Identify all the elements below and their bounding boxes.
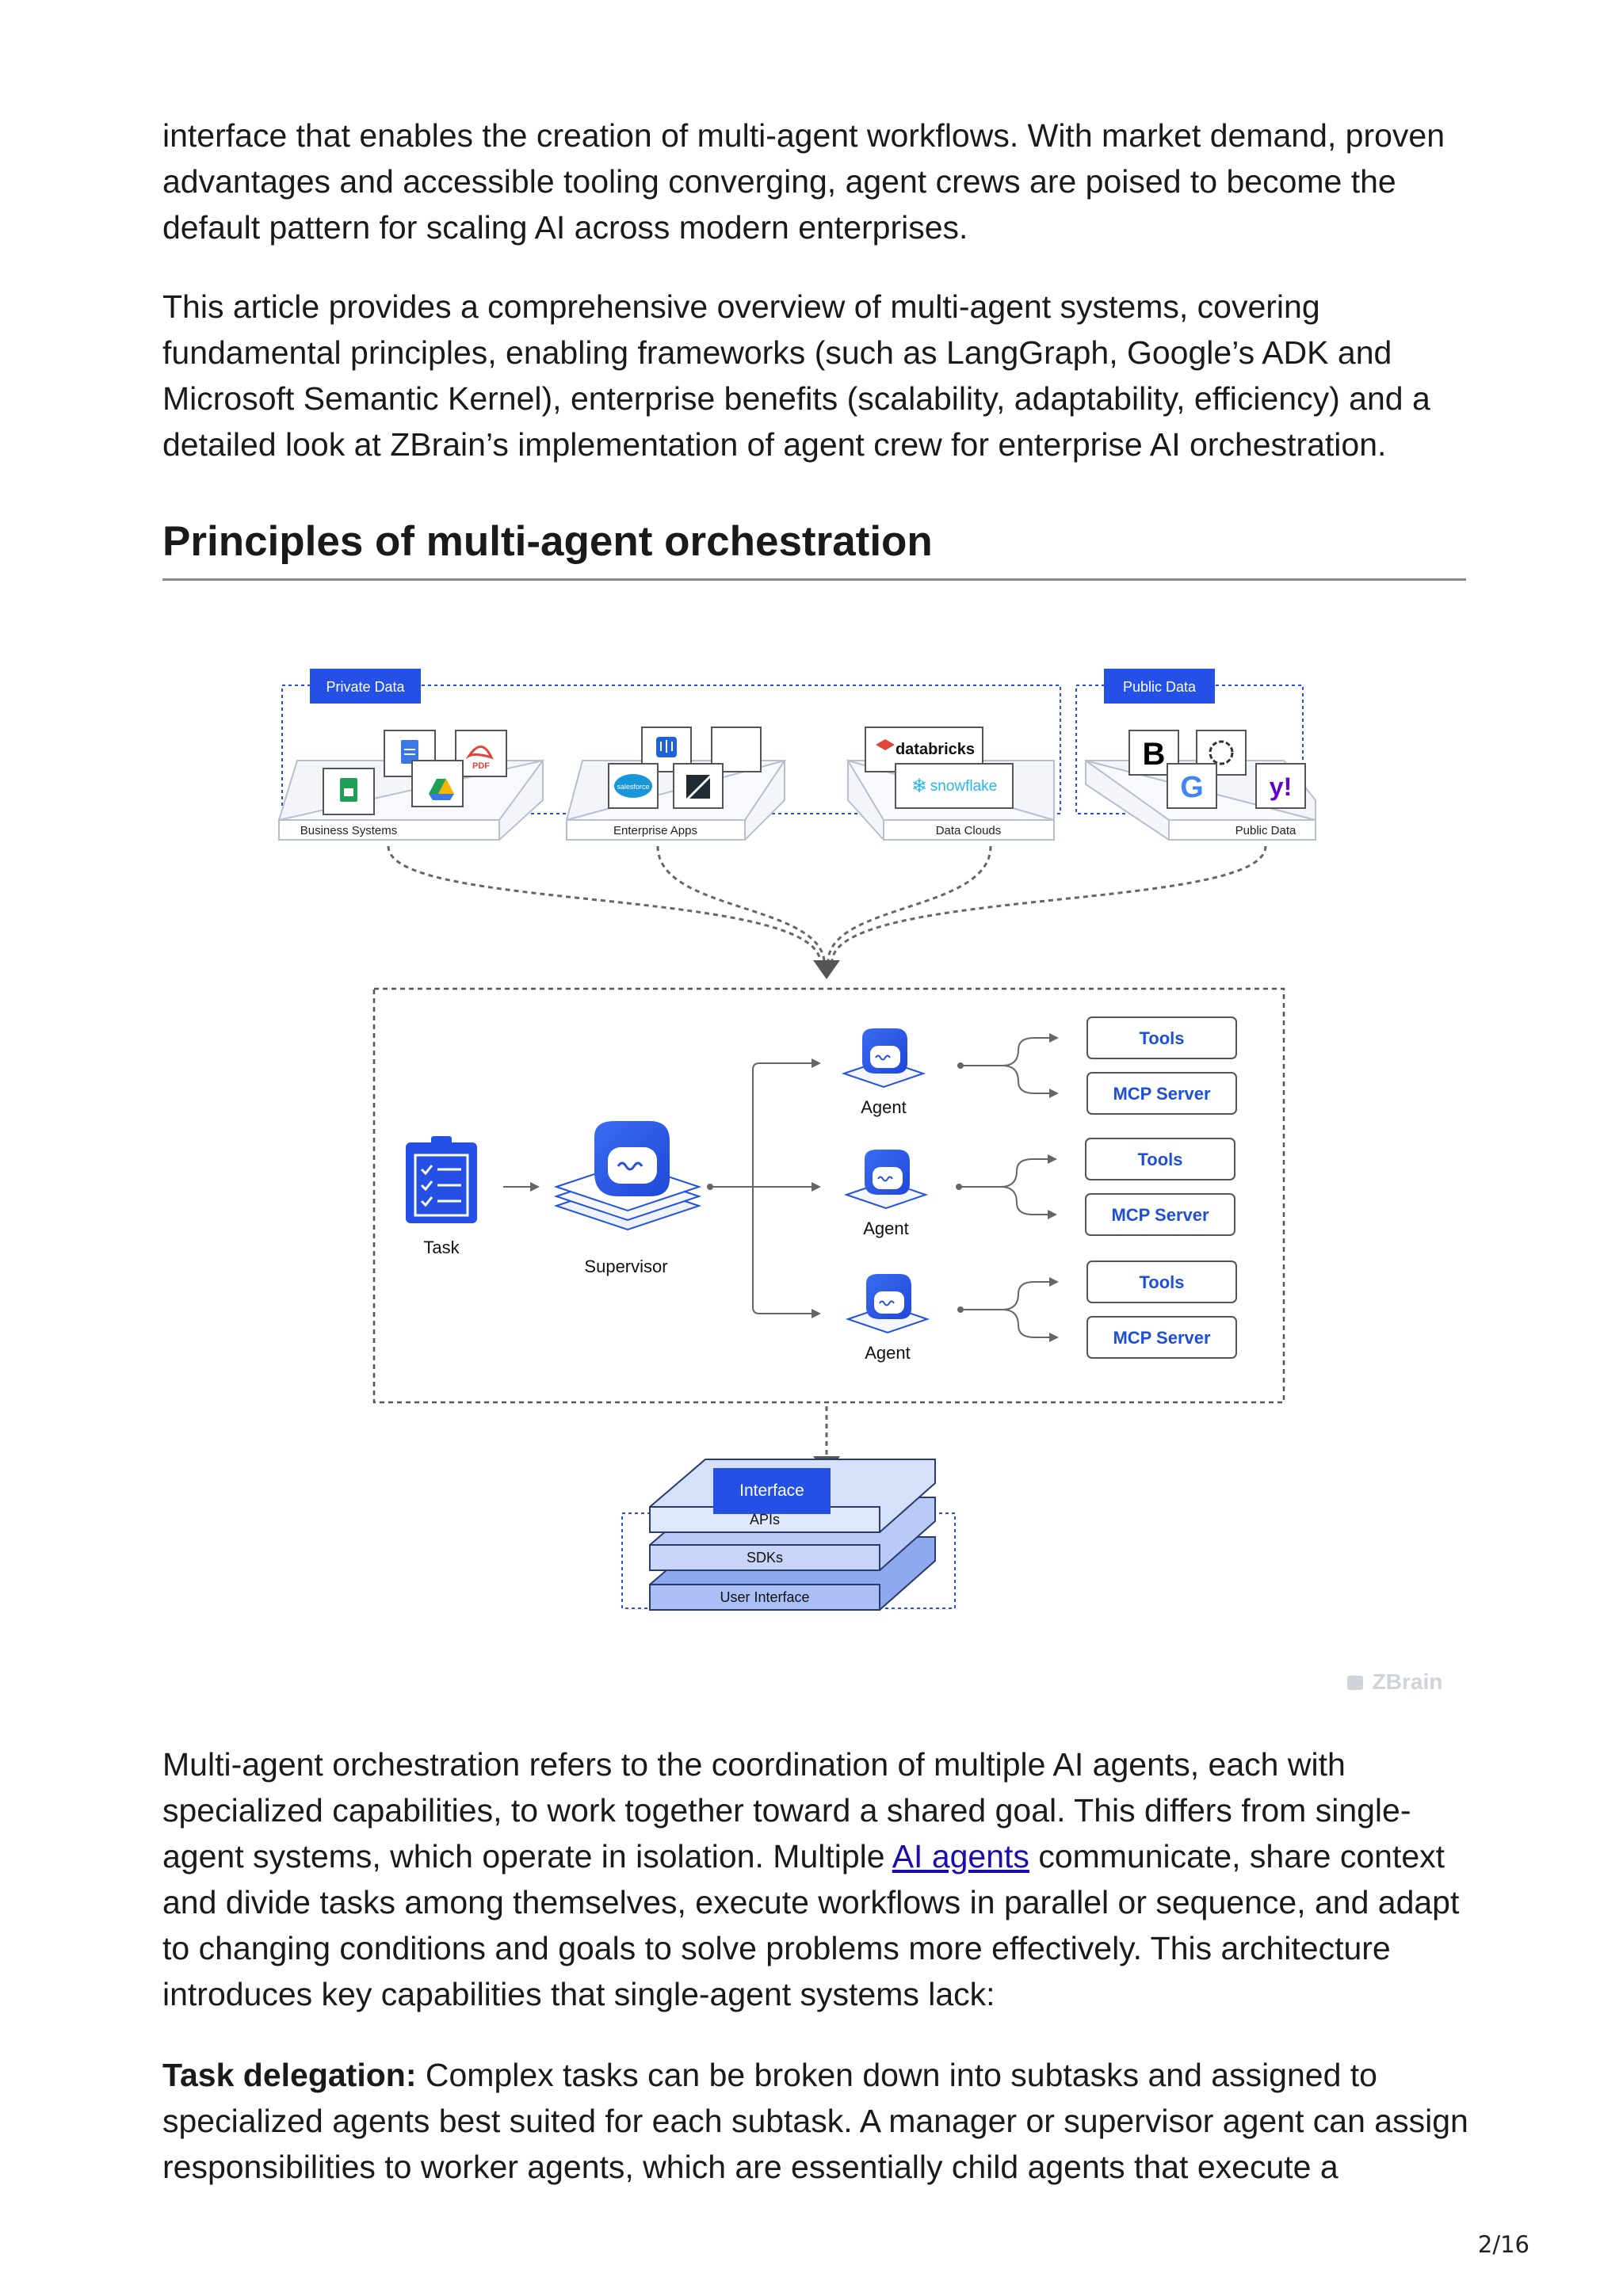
orchestration-region [372, 987, 1285, 1404]
supervisor-branches [707, 1058, 821, 1318]
paragraph-text: Task delegation: Complex tasks can be br… [162, 2052, 1470, 2190]
snowflake-label: snowflake [930, 778, 998, 795]
public-data-label: Public Data [1123, 679, 1197, 695]
databricks-label: databricks [896, 741, 975, 758]
paragraph-text: This article provides a comprehensive ov… [162, 288, 1430, 463]
svg-text:G: G [1180, 771, 1204, 804]
data-flow-connectors [387, 845, 1267, 961]
private-data-tag [310, 669, 421, 704]
mcp-server-box: MCP Server [1086, 1072, 1237, 1115]
data-clouds-platform: Data Clouds databricks ❄ snowflake [846, 727, 1055, 841]
user-interface-label: User Interface [720, 1589, 809, 1605]
private-data-label: Private Data [326, 679, 405, 695]
ai-agents-link[interactable]: AI agents [892, 1838, 1029, 1875]
google-icon [1167, 763, 1217, 809]
sdks-label: SDKs [747, 1550, 783, 1566]
public-data-platform: Public Data B G y! [1085, 730, 1316, 841]
public-data-platform-label: Public Data [1235, 824, 1296, 837]
agent-node-1: Agent [841, 1028, 926, 1117]
enterprise-apps-platform: Enterprise Apps salesforce [566, 727, 787, 841]
mcp-server-label: MCP Server [1111, 1205, 1209, 1225]
tools-label: Tools [1139, 1028, 1184, 1048]
architecture-diagram: Private Data Public Data Business System… [278, 669, 1442, 1694]
agent-node-2: Agent [843, 1150, 929, 1238]
convergence-arrow [813, 960, 840, 979]
tools-label: Tools [1137, 1150, 1182, 1169]
agent-label: Agent [865, 1343, 911, 1363]
overview-paragraph: This article provides a comprehensive ov… [162, 284, 1470, 467]
data-clouds-label: Data Clouds [936, 824, 1002, 837]
task-label: Task [423, 1238, 460, 1257]
task-delegation-text: Complex tasks can be broken down into su… [162, 2057, 1468, 2185]
agent-tool-branches [956, 1033, 1059, 1342]
supervisor-node: Supervisor [553, 1121, 702, 1276]
tools-box: Tools [1085, 1138, 1235, 1180]
svg-text:B: B [1143, 737, 1166, 772]
paragraph-text-end: communicate, share context and divide ta… [162, 1838, 1460, 2012]
pdf-label: PDF [472, 761, 490, 771]
tools-box: Tools [1086, 1016, 1237, 1059]
tools-box: Tools [1086, 1261, 1237, 1303]
paragraph-text-start: Multi-agent orchestration refers to the … [162, 1746, 1411, 1875]
bloomberg-icon [1128, 730, 1179, 776]
pdf-icon [455, 730, 507, 777]
intro-paragraph: interface that enables the creation of m… [162, 113, 1470, 250]
mcp-server-label: MCP Server [1113, 1084, 1211, 1104]
task-node: Task [406, 1136, 477, 1257]
agent-label: Agent [861, 1097, 907, 1117]
snowflake-tile [895, 763, 1014, 809]
agent-node-3: Agent [845, 1274, 930, 1363]
orchestration-paragraph: Multi-agent orchestration refers to the … [162, 1741, 1470, 2017]
user-interface-layer [649, 1584, 880, 1611]
apis-layer [649, 1506, 880, 1533]
zbrain-logo-icon [1347, 1676, 1363, 1690]
interface-stack: User Interface SDKs APIs Interface [621, 1459, 956, 1611]
yahoo-icon [1255, 763, 1306, 809]
apis-label: APIs [750, 1512, 780, 1527]
business-systems-label: Business Systems [300, 824, 398, 837]
zbrain-watermark: ZBrain [1347, 1669, 1442, 1694]
watermark-label: ZBrain [1373, 1669, 1443, 1694]
public-data-tag [1104, 669, 1215, 704]
section-heading: Principles of multi-agent orchestration [162, 513, 1466, 581]
svg-text:y!: y! [1270, 772, 1292, 801]
paragraph-text: interface that enables the creation of m… [162, 117, 1445, 246]
tools-label: Tools [1139, 1272, 1184, 1292]
enterprise-apps-label: Enterprise Apps [613, 824, 697, 837]
interface-label: Interface [739, 1482, 804, 1500]
snowflake-icon: ❄ [911, 776, 927, 797]
mcp-server-label: MCP Server [1113, 1328, 1211, 1348]
agent-label: Agent [863, 1219, 909, 1238]
mcp-server-box: MCP Server [1085, 1193, 1235, 1236]
supervisor-label: Supervisor [584, 1257, 667, 1276]
task-delegation-term: Task delegation: [162, 2057, 417, 2093]
task-delegation-paragraph: Task delegation: Complex tasks can be br… [162, 2052, 1470, 2190]
business-systems-platform: Business Systems PDF [278, 730, 545, 841]
mcp-server-box: MCP Server [1086, 1316, 1237, 1359]
paragraph-text: Multi-agent orchestration refers to the … [162, 1741, 1470, 2017]
page-number: 2/16 [1477, 2231, 1529, 2258]
salesforce-label: salesforce [617, 783, 649, 791]
sdks-layer [649, 1544, 880, 1571]
interface-tag [713, 1468, 831, 1514]
